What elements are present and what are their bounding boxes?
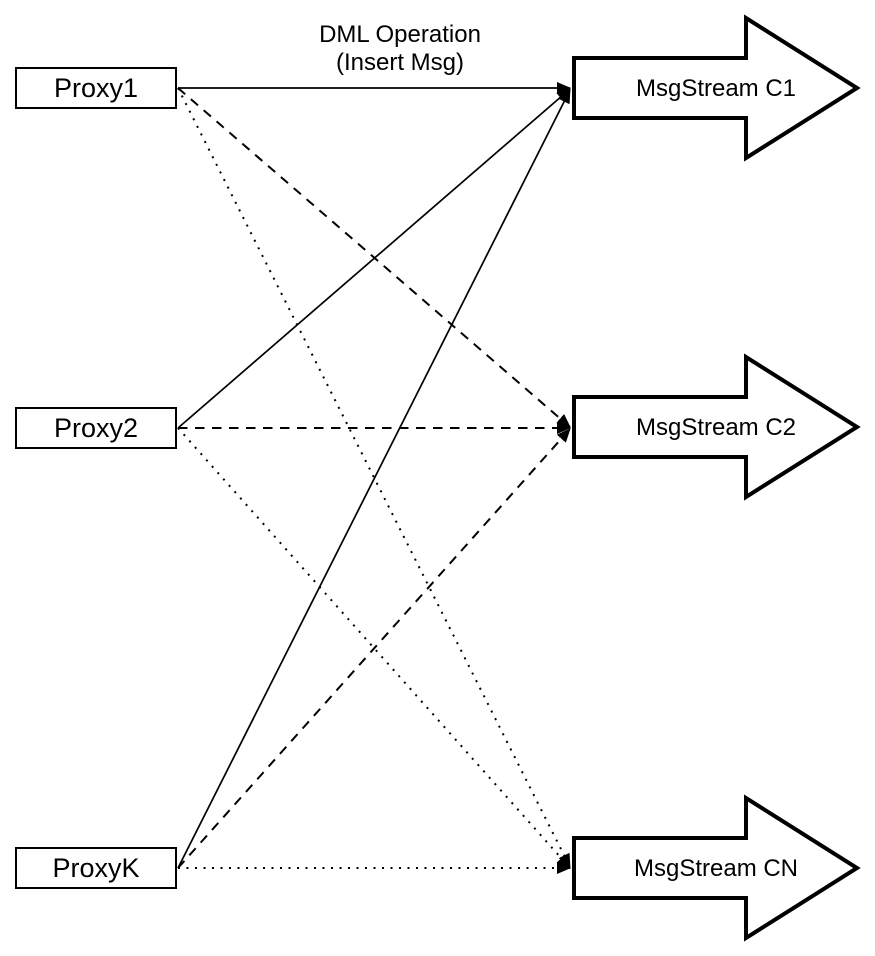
proxy2-label: Proxy2 — [53, 412, 139, 443]
proxyk-label: ProxyK — [52, 852, 140, 883]
msgstream-c1-label: MsgStream C1 — [635, 75, 797, 102]
msgstream-c1-arrow-shape — [572, 14, 861, 162]
edge-proxy1-cn-dotted — [177, 87, 571, 868]
proxy2-box: Proxy2 — [15, 407, 177, 449]
annotation-line1: DML Operation — [319, 21, 481, 48]
annotation-line2: (Insert Msg) — [335, 49, 464, 76]
edge-proxy2-c1-solid — [177, 88, 571, 429]
edge-proxyk-c1-solid — [177, 89, 571, 869]
proxy1-label: Proxy1 — [53, 72, 139, 103]
edge-proxyk-c2-dashed — [177, 428, 571, 869]
msgstream-c2-arrow-shape — [572, 353, 861, 501]
proxy1-box: Proxy1 — [15, 67, 177, 109]
proxyk-box: ProxyK — [15, 847, 177, 889]
msgstream-c2-label: MsgStream C2 — [635, 414, 797, 441]
msgstream-cn-arrow-shape — [572, 794, 861, 942]
msgstream-cn-label: MsgStream CN — [633, 855, 799, 882]
annotation-dml-operation: DML Operation (Insert Msg) — [300, 21, 500, 77]
